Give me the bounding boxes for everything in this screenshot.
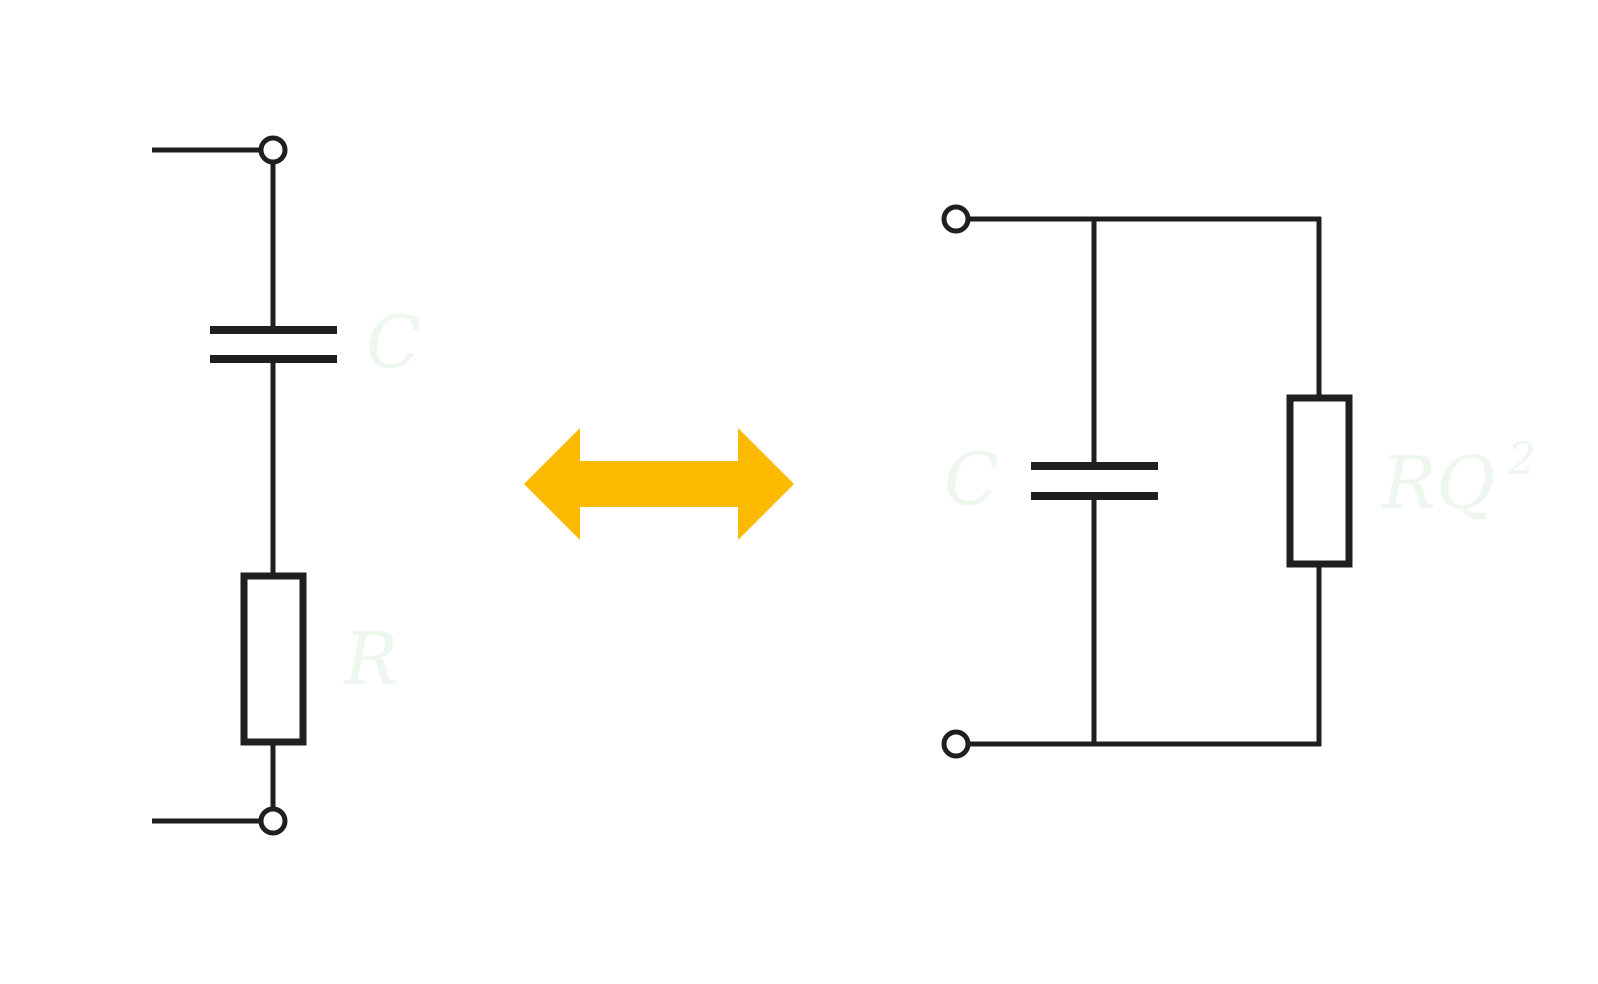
series-terminal-top xyxy=(258,135,288,165)
parallel-terminal-bottom xyxy=(941,729,971,759)
parallel-rc-circuit: C RQ 2 xyxy=(941,204,1536,759)
parallel-resistor xyxy=(1286,394,1353,568)
parallel-resistor-label-superscript: 2 xyxy=(1507,434,1536,485)
series-terminal-bottom xyxy=(258,806,288,836)
parallel-capacitor-label: C xyxy=(944,437,999,521)
equivalence-double-arrow xyxy=(524,428,794,540)
parallel-resistor-label: RQ xyxy=(1380,441,1495,525)
series-rc-circuit: C R xyxy=(152,135,421,836)
series-resistor-label: R xyxy=(342,617,398,701)
series-capacitor-label: C xyxy=(366,300,421,384)
series-resistor xyxy=(240,572,307,746)
parallel-terminal-top xyxy=(941,204,971,234)
